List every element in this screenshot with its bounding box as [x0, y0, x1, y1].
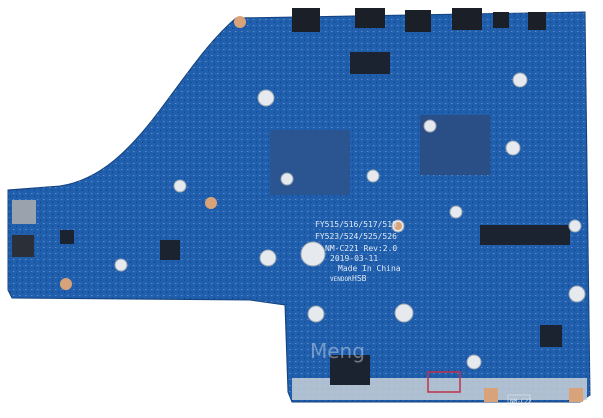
usb-port: [12, 200, 36, 224]
corner-label: NM-C22: [510, 398, 532, 405]
board-revision: NM-C221 Rev:2.0: [325, 244, 397, 253]
vendor-code: HSB: [352, 274, 367, 283]
svg-text:Meng: Meng: [310, 339, 365, 363]
copper-pads: [60, 16, 583, 402]
chips: [60, 52, 570, 385]
vendor-label: VENDOR: [330, 276, 352, 283]
model-line1: FY515/516/517/518: [315, 220, 397, 229]
top-connectors: [292, 8, 546, 32]
model-line2: FY523/524/525/526: [315, 232, 397, 241]
audio-jack: [12, 235, 34, 257]
highlight-box: [427, 371, 461, 393]
made-in: Made In China: [338, 264, 401, 273]
mounting-holes: [114, 72, 586, 370]
date-code: 2019-03-11: [330, 254, 378, 263]
